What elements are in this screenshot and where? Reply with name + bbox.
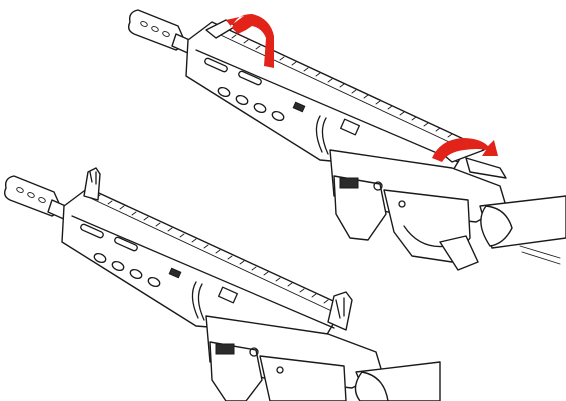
lower-receiver-bottom — [209, 341, 347, 401]
muzzle-device-bottom — [3, 175, 71, 221]
handguard-bottom — [61, 187, 345, 337]
lower-receiver-top — [333, 175, 479, 271]
muzzle-device-top — [127, 9, 195, 55]
rotate-arrow-front — [226, 14, 274, 68]
buffer-tube-top — [479, 195, 566, 265]
rotate-arrow-rear — [432, 138, 498, 162]
rifle-top — [127, 9, 566, 271]
rifle-bottom — [3, 167, 441, 401]
handguard-top — [185, 21, 471, 173]
buffer-tube-bottom — [354, 361, 441, 401]
front-sight-raised — [83, 167, 101, 201]
